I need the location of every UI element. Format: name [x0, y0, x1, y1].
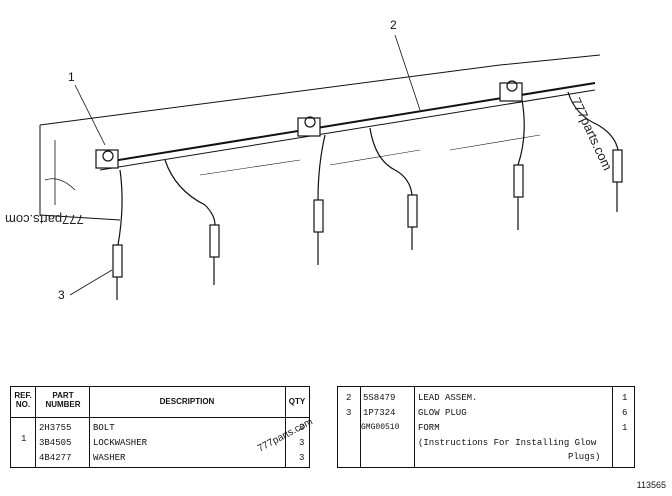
lead-wire: [164, 159, 216, 226]
mounting-block: [95, 149, 119, 169]
ref-number: 2: [346, 393, 352, 403]
mounting-block: [499, 82, 523, 102]
qty: 6: [622, 408, 628, 418]
bolt-head: [304, 116, 316, 128]
form-note: (Instructions For Installing Glow: [418, 438, 597, 448]
ref-number: 3: [346, 408, 352, 418]
glow-plug: [407, 194, 418, 250]
engine-housing-outline: [449, 134, 541, 151]
table-row: 3 1P7324 GLOW PLUG 6: [338, 406, 634, 420]
bolt-head: [102, 150, 114, 162]
qty: 3: [299, 423, 305, 433]
engine-housing-outline: [329, 149, 421, 166]
lead-wire: [117, 169, 123, 246]
figure-number: 113565: [636, 480, 666, 490]
table-row: 2 5S8479 LEAD ASSEM. 1: [338, 391, 634, 405]
lead-assembly-rail: [99, 89, 596, 171]
lead-wire: [369, 127, 413, 196]
group-ref-number: 1: [21, 434, 27, 444]
description: LEAD ASSEM.: [418, 393, 478, 403]
table-row: 4B4277 WASHER 3: [11, 451, 309, 465]
leader-line: [74, 84, 106, 146]
qty: 1: [622, 423, 628, 433]
part-number: 4B4277: [39, 453, 72, 463]
description: FORM: [418, 423, 440, 433]
parts-table-left: REF. NO. PART NUMBER DESCRIPTION QTY 1 2…: [10, 386, 310, 468]
glow-plug: [513, 164, 524, 230]
glow-plug-lead-diagram: [39, 34, 623, 300]
part-number: 3B4505: [39, 438, 72, 448]
part-number: GMG00510: [361, 423, 400, 432]
form-note-end: Plugs): [568, 452, 601, 462]
description: LOCKWASHER: [93, 438, 148, 448]
parts-table-right: 2 5S8479 LEAD ASSEM. 1 3 1P7324 GLOW PLU…: [337, 386, 635, 468]
callout-2: 2: [390, 18, 397, 32]
lead-wire: [317, 134, 326, 201]
qty: 3: [299, 453, 305, 463]
table-row: GMG00510 FORM 1: [338, 421, 634, 435]
watermark: 777parts.com: [5, 212, 84, 227]
leader-line: [394, 34, 421, 111]
part-number: 2H3755: [39, 423, 72, 433]
callout-3: 3: [58, 288, 65, 302]
engine-housing-outline: [39, 125, 121, 221]
qty: 1: [622, 393, 628, 403]
table-row: 3B4505 LOCKWASHER 3: [11, 436, 309, 450]
description: BOLT: [93, 423, 115, 433]
header-part-number: PART NUMBER: [45, 391, 81, 409]
note-line: (Instructions For Installing Glow: [338, 436, 634, 450]
bolt-head: [506, 80, 518, 92]
table-row: 2H3755 BOLT 3: [11, 421, 309, 435]
engine-housing-outline: [199, 159, 301, 176]
glow-plug: [313, 199, 324, 265]
ref-number: [346, 421, 358, 435]
glow-plug: [209, 224, 220, 285]
lead-wire: [567, 91, 619, 151]
part-number: 5S8479: [363, 393, 396, 403]
glow-plug: [112, 244, 123, 300]
callout-1: 1: [68, 70, 75, 84]
description: GLOW PLUG: [418, 408, 467, 418]
note-line: Plugs): [338, 450, 634, 464]
lead-wire: [517, 99, 525, 166]
header-ref-no: REF. NO.: [14, 391, 32, 409]
header-description: DESCRIPTION: [159, 397, 215, 406]
glow-plug: [612, 149, 623, 212]
qty: 3: [299, 438, 305, 448]
engine-housing-outline: [39, 54, 601, 126]
leader-line: [69, 269, 113, 296]
part-number: 1P7324: [363, 408, 396, 418]
description: WASHER: [93, 453, 126, 463]
header-qty: QTY: [288, 397, 306, 406]
engine-housing-outline: [44, 178, 76, 191]
